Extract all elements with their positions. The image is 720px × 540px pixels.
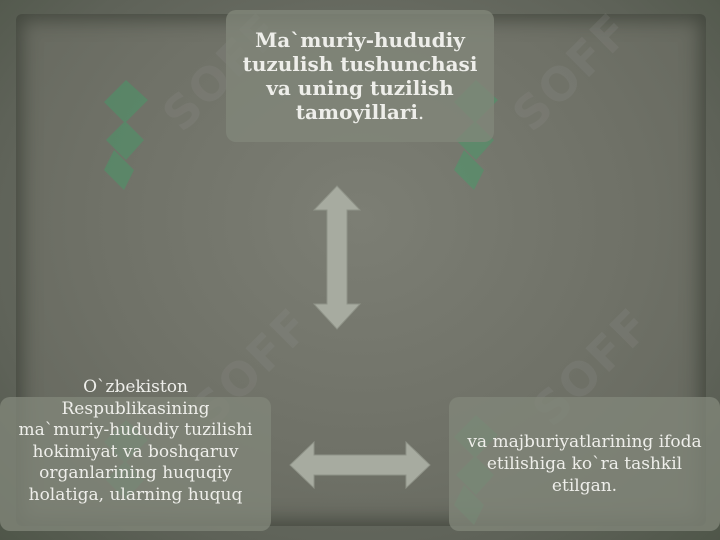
- top-title-period: .: [417, 100, 425, 124]
- top-title-box: Ma`muriy-hududiy tuzulish tushunchasi va…: [226, 10, 494, 142]
- top-title-text: Ma`muriy-hududiy tuzulish tushunchasi va…: [240, 28, 480, 124]
- right-text-box: va majburiyatlarining ifoda etilishiga k…: [449, 397, 720, 531]
- left-box-text: O`zbekiston Respublikasining ma`muriy-hu…: [18, 377, 253, 505]
- horizontal-double-arrow-icon: [289, 440, 431, 490]
- left-text-box: O`zbekiston Respublikasining ma`muriy-hu…: [0, 377, 271, 531]
- vertical-double-arrow-icon: [312, 185, 362, 330]
- right-box-text: va majburiyatlarining ifoda etilishiga k…: [467, 432, 702, 496]
- top-title-bold: Ma`muriy-hududiy tuzulish tushunchasi va…: [242, 28, 478, 124]
